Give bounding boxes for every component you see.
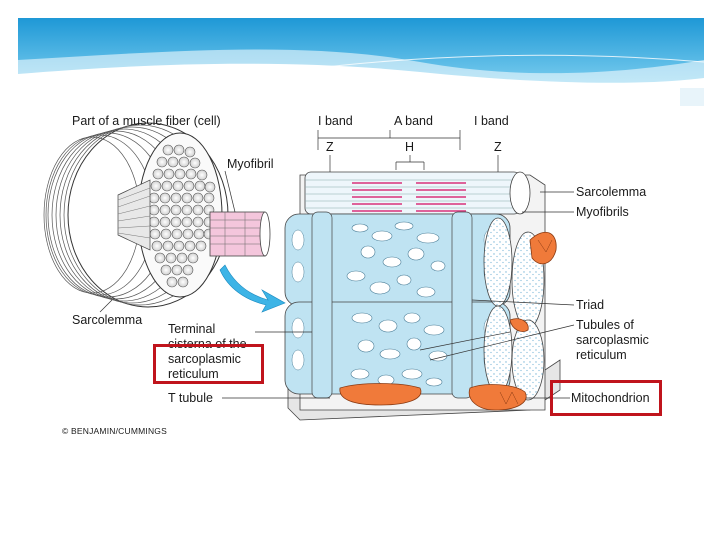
mitochondrion-label: Mitochondrion [571, 391, 650, 405]
sarcoplasmic-label-line1: sarcoplasmic [168, 352, 241, 366]
terminal-label-line1: Terminal [168, 322, 216, 336]
triad-label: Triad [576, 298, 605, 312]
myofibril-pink-stub [209, 211, 271, 257]
figure-title-label: Part of a muscle fiber (cell) [72, 114, 221, 128]
z-line-left-label: Z [326, 140, 334, 154]
sarcomere-block [284, 171, 561, 421]
tubules-label-line3: reticulum [576, 348, 627, 362]
myofibril-label: Myofibril [227, 157, 274, 171]
i-band-right-label: I band [474, 114, 509, 128]
credit-text: © BENJAMIN/CUMMINGS [62, 426, 167, 436]
a-band-label: A band [394, 114, 433, 128]
highlight-box-sarcoplasmic-reticulum [153, 344, 264, 384]
muscle-fiber-bundle [43, 122, 271, 313]
t-tubule-label: T tubule [168, 391, 213, 405]
mitochondria [339, 231, 557, 411]
sarcolemma-right-label: Sarcolemma [576, 185, 647, 199]
myofilaments [352, 182, 466, 212]
sarcolemma-left-label: Sarcolemma [72, 313, 143, 327]
highlight-box-mitochondrion [550, 380, 662, 416]
myofibril-cross-sections [483, 217, 545, 401]
zoom-arrow [219, 264, 286, 313]
sarcoplasmic-label-line2: reticulum [168, 367, 219, 381]
header-wave-banner [18, 18, 705, 108]
z-line-right-label: Z [494, 140, 502, 154]
tubules-label-line2: sarcoplasmic [576, 333, 649, 347]
myofibrils-label: Myofibrils [576, 205, 629, 219]
i-band-left-label: I band [318, 114, 353, 128]
h-zone-label: H [405, 140, 415, 154]
tubules-label-line1: Tubules of [576, 318, 634, 332]
